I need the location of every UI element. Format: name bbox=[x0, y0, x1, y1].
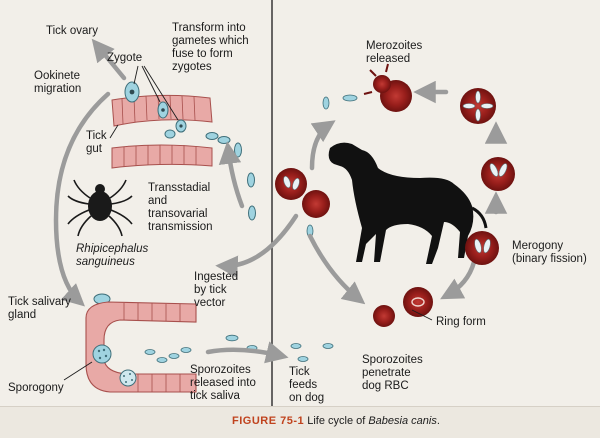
dog-silhouette bbox=[328, 142, 474, 264]
label-merogony: Merogony (binary fission) bbox=[512, 240, 587, 265]
label-tick-species: Rhipicephalus sanguineus bbox=[76, 243, 149, 268]
label-sporozoites-released: Sporozoites released into tick saliva bbox=[190, 364, 256, 402]
tick-gut-epithelium-lower bbox=[111, 144, 213, 169]
label-tick-feeds: Tick feeds on dog bbox=[289, 366, 325, 404]
merozoite-burst bbox=[363, 63, 389, 95]
life-cycle-diagram bbox=[53, 0, 515, 406]
caption-suffix: . bbox=[436, 415, 440, 427]
dog-tail bbox=[471, 206, 488, 229]
caption-species: Babesia canis bbox=[368, 415, 437, 427]
caption-prefix: Life cycle of bbox=[307, 415, 369, 427]
label-sporogony: Sporogony bbox=[8, 382, 64, 394]
label-tick-ovary: Tick ovary bbox=[46, 25, 98, 37]
label-merozoites-released: Merozoites released bbox=[366, 40, 423, 65]
figure-number: FIGURE 75-1 bbox=[232, 415, 305, 427]
cycle-arrows bbox=[53, 38, 508, 364]
zygote-pointers bbox=[109, 65, 179, 139]
label-tick-salivary-gland: Tick salivary gland bbox=[8, 296, 71, 321]
intracellular-merozoites bbox=[283, 90, 508, 307]
label-tick-gut: Tick gut bbox=[86, 130, 107, 155]
zygote-cells bbox=[93, 81, 256, 305]
label-ring-form: Ring form bbox=[436, 316, 486, 328]
label-zygote: Zygote bbox=[107, 52, 143, 64]
label-transstadial: Transstadial and transovarial transmissi… bbox=[148, 182, 213, 233]
label-ookinete-migration: Ookinete migration bbox=[34, 70, 82, 95]
label-ingested-by-tick: Ingested by tick vector bbox=[194, 271, 239, 309]
label-transform-gametes: Transform into gametes which fuse to for… bbox=[172, 22, 249, 73]
tick-illustration bbox=[67, 179, 133, 237]
figure-caption: FIGURE 75-1 Life cycle of Babesia canis. bbox=[232, 415, 440, 427]
zygote-nuclei bbox=[129, 89, 183, 128]
tick-salivary-gland-tissue bbox=[85, 301, 197, 393]
figure-caption-bar: FIGURE 75-1 Life cycle of Babesia canis. bbox=[0, 406, 600, 438]
label-sporozoites-penetrate: Sporozoites penetrate dog RBC bbox=[362, 354, 423, 392]
label-pointers bbox=[63, 309, 433, 381]
